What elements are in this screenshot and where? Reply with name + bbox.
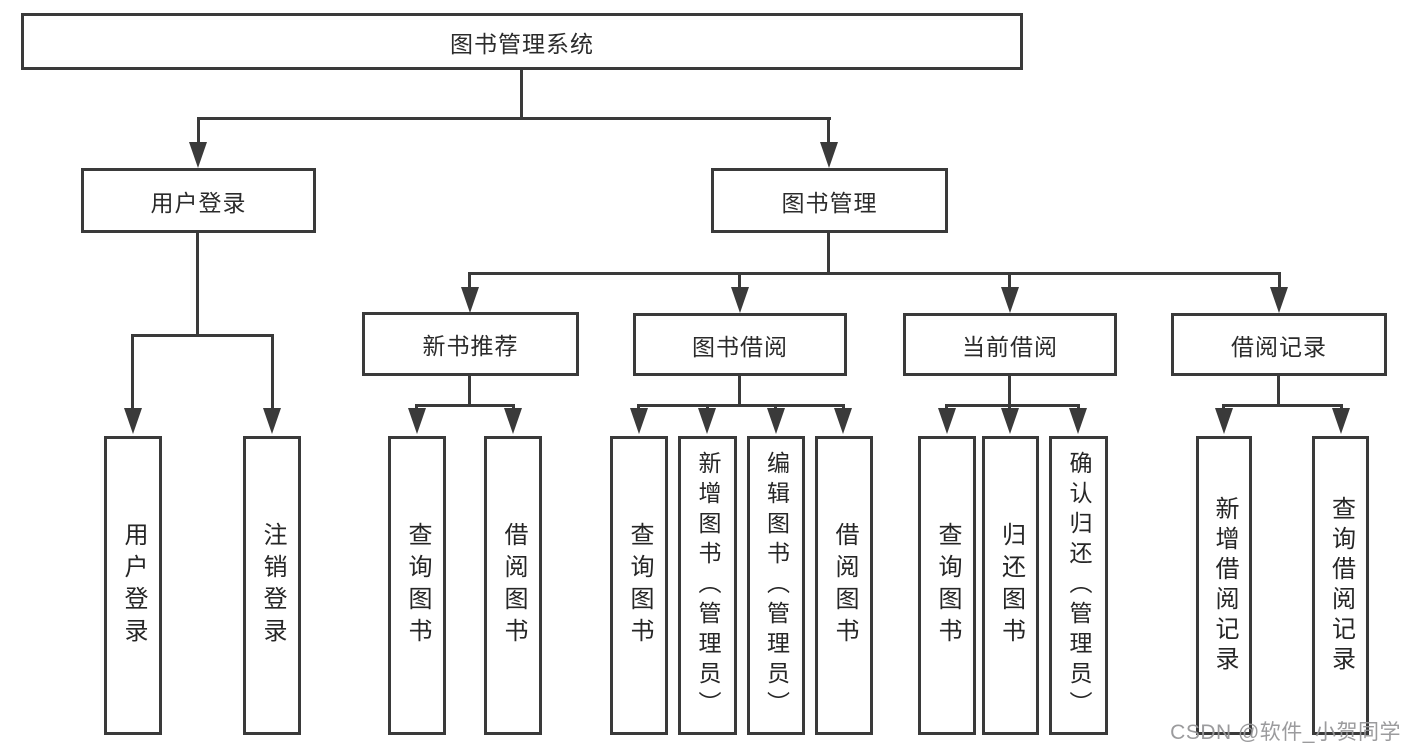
connector-user-login-stub: [196, 233, 199, 337]
arrowhead-current-borrow: [1001, 287, 1019, 313]
connector-bb-query-shaft: [637, 404, 640, 411]
arrowhead-bb-edit: [767, 408, 785, 434]
leaf-nb-query-books: 查询图书: [388, 436, 446, 735]
arrowhead-cb-return: [1001, 408, 1019, 434]
arrowhead-nb-borrow: [504, 408, 522, 434]
leaf-cb-confirm-return-admin: 确认归还（管理员）: [1049, 436, 1108, 735]
arrowhead-book-mgmt: [820, 142, 838, 168]
leaf-br-add-record: 新增借阅记录: [1196, 436, 1252, 735]
leaf-nb-borrow-books: 借阅图书: [484, 436, 542, 735]
connector-user-login-rail: [131, 334, 274, 337]
connector-br-query-shaft: [1340, 404, 1343, 411]
leaf-bb-borrow-books-label: 借阅图书: [831, 521, 858, 650]
node-borrow-record-label: 借阅记录: [1231, 333, 1327, 360]
node-user-login-label: 用户登录: [150, 189, 247, 216]
connector-cb-confirm-shaft: [1077, 404, 1080, 411]
connector-book-mgmt-stub: [827, 233, 830, 275]
connector-nb-query-shaft: [415, 404, 418, 411]
connector-book-mgmt-shaft: [827, 118, 830, 145]
node-book-mgmt: 图书管理: [711, 168, 948, 233]
node-new-book-rec-label: 新书推荐: [422, 333, 519, 359]
leaf-logout: 注销登录: [243, 436, 301, 735]
csdn-watermark: CSDN @软件_小贺同学: [1170, 721, 1401, 744]
leaf-bb-edit-books-admin-label: 编辑图书（管理员）: [763, 450, 790, 721]
connector-br-stub: [1277, 376, 1280, 407]
connector-cb-stub: [1008, 376, 1011, 407]
connector-cb-query-shaft: [945, 404, 948, 411]
arrowhead-ul-login: [124, 408, 142, 434]
node-user-login: 用户登录: [81, 168, 316, 233]
connector-bb-rail: [637, 404, 845, 407]
connector-ul-login-shaft: [131, 334, 134, 411]
arrowhead-ul-logout: [263, 408, 281, 434]
arrowhead-cb-query: [938, 408, 956, 434]
connector-book-borrow-shaft: [738, 273, 741, 289]
leaf-cb-return-books-label: 归还图书: [997, 521, 1025, 650]
arrowhead-br-add: [1215, 408, 1233, 434]
connector-user-login-shaft: [197, 118, 200, 145]
leaf-nb-borrow-books-label: 借阅图书: [500, 521, 527, 650]
arrowhead-nb-query: [408, 408, 426, 434]
connector-level3-rail: [468, 272, 1281, 275]
connector-bb-borrow-shaft: [842, 404, 845, 411]
arrowhead-cb-confirm: [1069, 408, 1087, 434]
connector-nb-stub: [468, 376, 471, 407]
node-book-borrow-label: 图书借阅: [692, 333, 788, 360]
node-book-borrow: 图书借阅: [633, 313, 847, 376]
leaf-user-login-label: 用户登录: [120, 521, 147, 650]
leaf-br-query-record-label: 查询借阅记录: [1327, 495, 1355, 676]
leaf-nb-query-books-label: 查询图书: [404, 521, 431, 650]
connector-new-book-rec-shaft: [468, 273, 471, 289]
node-book-mgmt-label: 图书管理: [781, 189, 878, 216]
connector-root-stub: [520, 70, 523, 119]
node-new-book-rec: 新书推荐: [362, 312, 579, 376]
leaf-cb-confirm-return-admin-label: 确认归还（管理员）: [1066, 450, 1092, 721]
leaf-bb-query-books-label: 查询图书: [626, 521, 653, 650]
arrowhead-borrow-record: [1270, 287, 1288, 313]
connector-borrow-record-shaft: [1278, 273, 1281, 289]
node-current-borrow-label: 当前借阅: [962, 333, 1058, 360]
arrowhead-bb-borrow: [834, 408, 852, 434]
node-borrow-record: 借阅记录: [1171, 313, 1387, 376]
leaf-cb-query-books-label: 查询图书: [934, 521, 961, 650]
connector-cb-rail: [945, 404, 1080, 407]
leaf-user-login: 用户登录: [104, 436, 162, 735]
connector-bb-edit-shaft: [774, 404, 777, 411]
connector-bb-stub: [738, 376, 741, 407]
leaf-cb-return-books: 归还图书: [982, 436, 1039, 735]
leaf-logout-label: 注销登录: [259, 521, 286, 650]
connector-ul-logout-shaft: [271, 334, 274, 411]
leaf-cb-query-books: 查询图书: [918, 436, 976, 735]
arrowhead-book-borrow: [731, 287, 749, 313]
arrowhead-bb-add: [698, 408, 716, 434]
node-root: 图书管理系统: [21, 13, 1023, 70]
connector-cb-return-shaft: [1008, 404, 1011, 411]
connector-nb-borrow-shaft: [512, 404, 515, 411]
connector-nb-rail: [415, 404, 515, 407]
arrowhead-br-query: [1332, 408, 1350, 434]
leaf-bb-query-books: 查询图书: [610, 436, 668, 735]
connector-bb-add-shaft: [706, 404, 709, 411]
leaf-br-query-record: 查询借阅记录: [1312, 436, 1369, 735]
arrowhead-user-login: [189, 142, 207, 168]
leaf-bb-add-books-admin: 新增图书（管理员）: [678, 436, 737, 735]
connector-br-add-shaft: [1222, 404, 1225, 411]
node-current-borrow: 当前借阅: [903, 313, 1117, 376]
leaf-br-add-record-label: 新增借阅记录: [1211, 495, 1238, 676]
connector-level2-rail: [197, 117, 831, 120]
connector-br-rail: [1222, 404, 1343, 407]
arrowhead-new-book-rec: [461, 287, 479, 313]
node-root-label: 图书管理系统: [450, 30, 594, 57]
connector-current-borrow-shaft: [1008, 273, 1011, 289]
arrowhead-bb-query: [630, 408, 648, 434]
leaf-bb-borrow-books: 借阅图书: [815, 436, 873, 735]
leaf-bb-edit-books-admin: 编辑图书（管理员）: [747, 436, 805, 735]
leaf-bb-add-books-admin-label: 新增图书（管理员）: [695, 450, 721, 721]
